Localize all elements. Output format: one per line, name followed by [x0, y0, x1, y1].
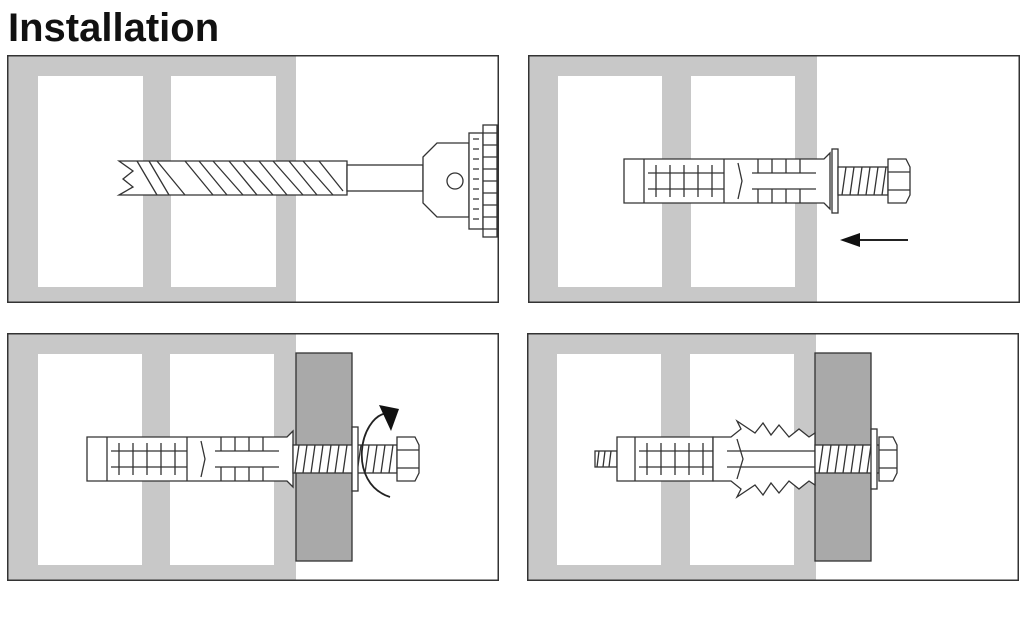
- rotate-arrow-icon: [360, 405, 399, 498]
- step-2-diagram: [528, 55, 1020, 303]
- step-3-diagram: [7, 333, 499, 581]
- expansion-anchor-icon: [86, 426, 420, 492]
- step-2-insert-panel: [528, 55, 1020, 303]
- step-3-tighten-panel: [7, 333, 499, 581]
- step-4-diagram: [527, 333, 1019, 581]
- page-title: Installation: [8, 6, 220, 50]
- step-4-expanded-panel: [527, 333, 1019, 581]
- step-1-drill-panel: [7, 55, 499, 303]
- step-1-diagram: [7, 55, 499, 303]
- expanded-anchor-icon: [594, 419, 898, 499]
- expansion-anchor-icon: [623, 148, 911, 214]
- drill-bit-icon: [116, 124, 498, 238]
- arrow-left-icon: [840, 233, 908, 247]
